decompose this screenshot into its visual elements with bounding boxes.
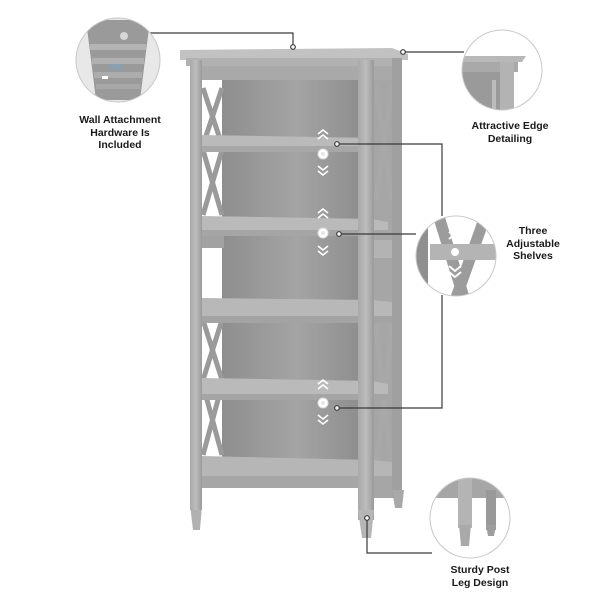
callout-line: Sturdy Post [450, 564, 510, 576]
shelf-4 [202, 378, 388, 400]
callout-line: Attractive Edge [471, 120, 549, 132]
callout-line: Hardware Is [90, 126, 150, 139]
callout-line: Adjustable [506, 237, 560, 250]
shelf-1 [202, 135, 372, 152]
connector-lines [146, 32, 464, 554]
detail-circle-adjustable-shelves [415, 215, 497, 297]
callout-line: Included [98, 139, 142, 151]
detail-circle-post-leg [429, 477, 511, 559]
shelf-3 [202, 298, 392, 323]
adjust-marker-3 [317, 378, 329, 426]
shelf-2 [202, 216, 388, 236]
detail-circle-wall-attachment [75, 17, 161, 103]
callout-line: Shelves [513, 250, 553, 262]
callout-line: Detailing [487, 132, 533, 145]
callout-line: Leg Design [451, 576, 509, 589]
callout-edge-detailing: Attractive Edge Detailing [450, 120, 570, 145]
connector-dots [290, 44, 406, 521]
callout-wall-attachment: Wall Attachment Hardware Is Included [60, 114, 180, 152]
bookcase [180, 48, 408, 538]
adjust-marker-1 [317, 128, 329, 177]
detail-circle-edge-detailing [461, 29, 543, 111]
callout-line: Wall Attachment [79, 114, 161, 126]
callout-post-leg: Sturdy Post Leg Design [430, 564, 530, 589]
adjust-marker-2 [317, 207, 329, 257]
callout-line: Three [518, 225, 548, 237]
shelf-bottom [202, 456, 392, 488]
callout-adjustable-shelves: Three Adjustable Shelves [488, 225, 578, 263]
